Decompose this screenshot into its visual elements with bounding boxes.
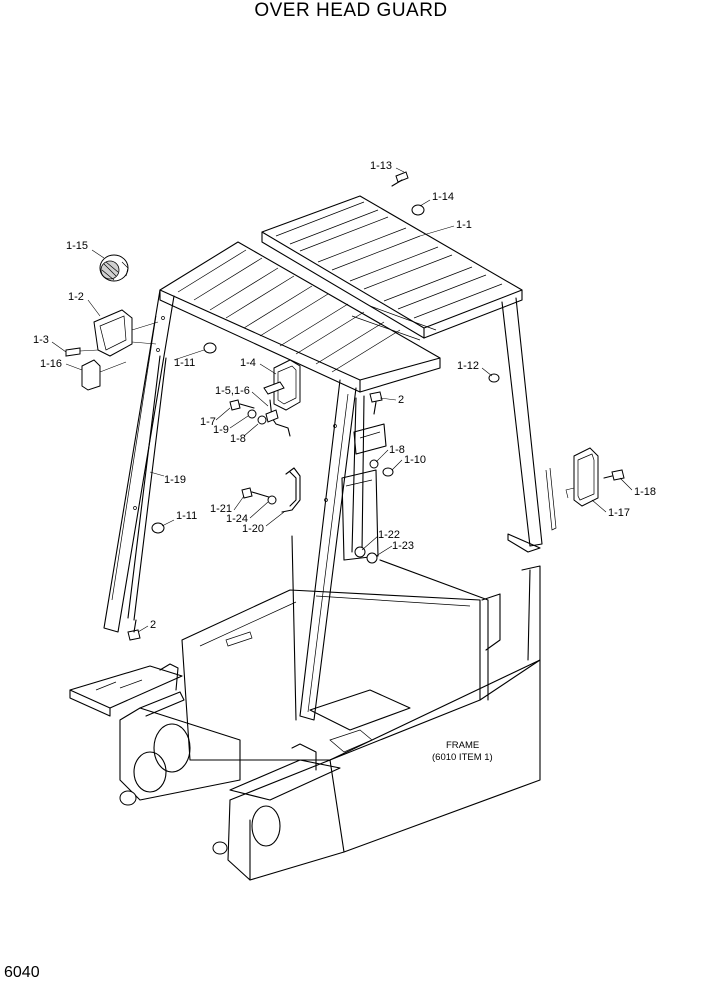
page-number: 6040 [4, 964, 40, 981]
side-lamp [81, 359, 127, 391]
bolt-1-7 [229, 399, 255, 411]
washer-1-8-top [257, 415, 267, 425]
callout-1-15: 1-15 [66, 240, 88, 252]
grab-handle [281, 467, 301, 513]
cap-1-14 [411, 204, 425, 216]
bolt-2-lower [127, 619, 141, 641]
callout-1-23: 1-23 [392, 540, 414, 552]
rear-right-post [501, 297, 557, 553]
callout-1-24: 1-24 [226, 513, 248, 525]
callout-1-2: 1-2 [68, 291, 84, 303]
roof-front-frame [159, 241, 441, 393]
callout-1-5-1-6: 1-5,1-6 [215, 385, 250, 397]
callout-1-11-top: 1-11 [174, 357, 195, 369]
lamp-bracket [93, 309, 159, 357]
callout-1-14: 1-14 [432, 191, 454, 203]
rear-lamp [565, 447, 599, 507]
callout-1-1: 1-1 [456, 219, 472, 231]
frame-note-line1: FRAME [446, 740, 479, 751]
mounting-bracket [353, 423, 387, 455]
grab-rail [127, 355, 167, 621]
callout-1-8-left: 1-8 [230, 433, 246, 445]
callout-1-20: 1-20 [242, 523, 264, 535]
bolt-1-18 [603, 469, 625, 481]
bolt-1-21 [241, 487, 273, 499]
machine-frame [69, 535, 541, 881]
callout-1-13: 1-13 [370, 160, 392, 172]
callout-1-7: 1-7 [200, 416, 216, 428]
frame-reference-note: FRAME (6010 ITEM 1) [432, 740, 493, 763]
callout-1-16: 1-16 [40, 358, 62, 370]
bolt-2-upper [369, 391, 383, 415]
callout-1-21: 1-21 [210, 503, 232, 515]
bolt-1-13 [391, 171, 409, 187]
callout-1-19: 1-19 [164, 474, 186, 486]
callout-1-11-bottom: 1-11 [176, 510, 197, 522]
callout-labels: 1-13 1-14 1-1 1-15 1-2 1-3 1-16 1-11 1-4… [33, 160, 656, 631]
page-title: OVER HEAD GUARD [254, 0, 448, 21]
callout-2-lower: 2 [150, 619, 156, 631]
front-left-post [103, 289, 175, 633]
callout-1-3: 1-3 [33, 334, 49, 346]
cap-1-12 [488, 373, 500, 383]
work-lamp [99, 254, 129, 282]
callout-1-10: 1-10 [404, 454, 426, 466]
washer-1-24 [267, 495, 277, 505]
washer-1-11-top [203, 342, 217, 354]
front-right-post [299, 379, 357, 721]
callout-1-12: 1-12 [457, 360, 479, 372]
roof-rear-frame [261, 195, 523, 339]
callout-1-22: 1-22 [378, 529, 400, 541]
callout-1-9: 1-9 [213, 424, 229, 436]
rear-view-mirror [263, 359, 301, 411]
callout-1-18: 1-18 [634, 486, 656, 498]
rear-left-post [341, 395, 379, 561]
nut-1-10 [382, 467, 394, 477]
washer-1-11-bottom [151, 522, 165, 534]
callout-1-8-right: 1-8 [389, 444, 405, 456]
bolt-1-3 [65, 347, 99, 357]
frame-note-line2: (6010 ITEM 1) [432, 752, 493, 763]
leader-lines [51, 167, 633, 633]
callout-1-17: 1-17 [608, 507, 630, 519]
callout-2-upper: 2 [398, 394, 404, 406]
mirror-bracket [265, 399, 291, 437]
callout-1-4: 1-4 [240, 357, 256, 369]
washer-1-23 [366, 552, 378, 564]
washer-1-9 [247, 409, 257, 419]
